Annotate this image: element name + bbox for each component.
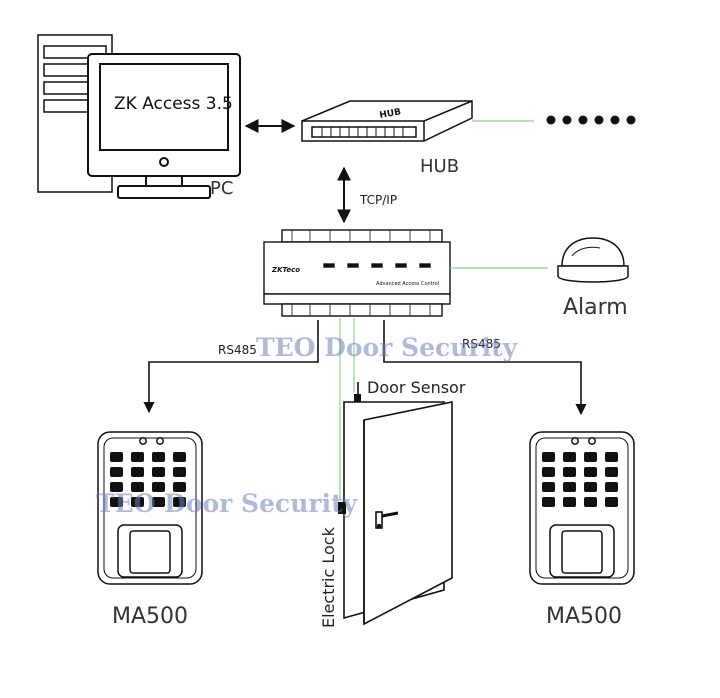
hub-badge-text: HUB: [379, 107, 402, 121]
reader-right-keypad: [542, 452, 618, 507]
software-title: ZK Access 3.5: [114, 94, 233, 114]
monitor-icon: [87, 53, 241, 199]
watermark-left: TEO Door Security: [96, 489, 358, 518]
more-devices-dots: [546, 115, 636, 125]
hub-device-icon: [301, 100, 473, 142]
alarm-label: Alarm: [563, 295, 628, 320]
alarm-beacon-icon: [557, 237, 629, 283]
reader-left-label: MA500: [112, 604, 189, 629]
watermark-top: TEO Door Security: [256, 333, 518, 362]
rs485-left-link: [143, 320, 319, 414]
controller-caption: Advanced Access Control: [376, 281, 439, 287]
rs485-left-label: RS485: [218, 343, 257, 357]
door-sensor-icon: [354, 394, 361, 402]
hub-label: HUB: [420, 156, 460, 177]
tcpip-label: TCP/IP: [360, 193, 398, 207]
electric-lock-icon: [338, 502, 346, 514]
rs485-right-label: RS485: [462, 337, 501, 351]
pc-label: PC: [210, 178, 234, 199]
door-sensor-label: Door Sensor: [367, 378, 466, 397]
controller-brand: ZKTeco: [271, 266, 300, 274]
reader-right-label: MA500: [546, 604, 623, 629]
reader-left-keypad: [110, 452, 186, 507]
rs485-right-link: [383, 320, 587, 416]
door-icon: [343, 401, 453, 626]
electric-lock-label: Electric Lock: [319, 527, 338, 628]
